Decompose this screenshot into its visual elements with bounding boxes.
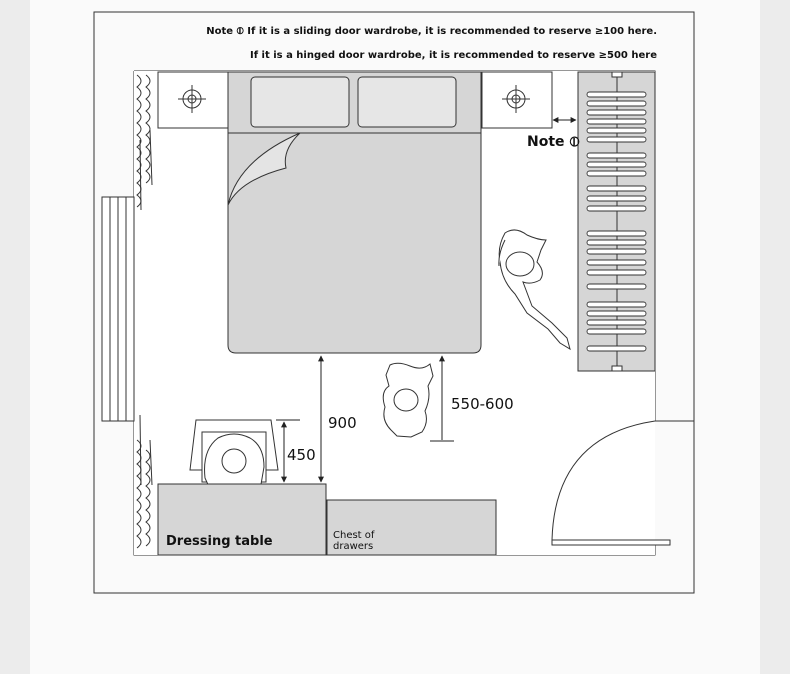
dressing-table bbox=[157, 483, 327, 556]
wardrobe bbox=[577, 71, 656, 372]
dimension-550-600-label: 550-600 bbox=[451, 395, 514, 413]
chest-of-drawers-label-1: Chest of bbox=[333, 530, 375, 541]
duvet-fold bbox=[227, 132, 301, 206]
nightstand-left bbox=[157, 71, 229, 129]
curtain-top bbox=[136, 74, 153, 211]
bed bbox=[227, 71, 482, 354]
dimension-550-600 bbox=[430, 355, 454, 442]
curtain-bottom bbox=[136, 414, 153, 549]
nightstand-right bbox=[481, 71, 553, 129]
note-line-1: Note ⦶ If it is a sliding door wardrobe,… bbox=[206, 26, 657, 37]
pillow-left bbox=[250, 76, 350, 128]
bedroom-floor-plan: Note ⦶ If it is a sliding door wardrobe,… bbox=[93, 11, 695, 594]
note-marker: Note ⦶ bbox=[527, 134, 580, 150]
note-line-2: If it is a hinged door wardrobe, it is r… bbox=[250, 50, 657, 61]
dimension-450 bbox=[276, 419, 300, 483]
dimension-900-label: 900 bbox=[328, 414, 357, 432]
pillow-right bbox=[357, 76, 457, 128]
chest-of-drawers-label-2: drawers bbox=[333, 541, 373, 552]
window bbox=[101, 196, 135, 422]
drawing-sheet: Note ⦶ If it is a sliding door wardrobe,… bbox=[30, 0, 760, 674]
person-wardrobe bbox=[498, 229, 571, 351]
chest-of-drawers bbox=[326, 499, 497, 556]
person-standing bbox=[382, 362, 434, 438]
door bbox=[551, 420, 694, 546]
dressing-table-label: Dressing table bbox=[166, 534, 273, 549]
dimension-450-label: 450 bbox=[287, 446, 316, 464]
